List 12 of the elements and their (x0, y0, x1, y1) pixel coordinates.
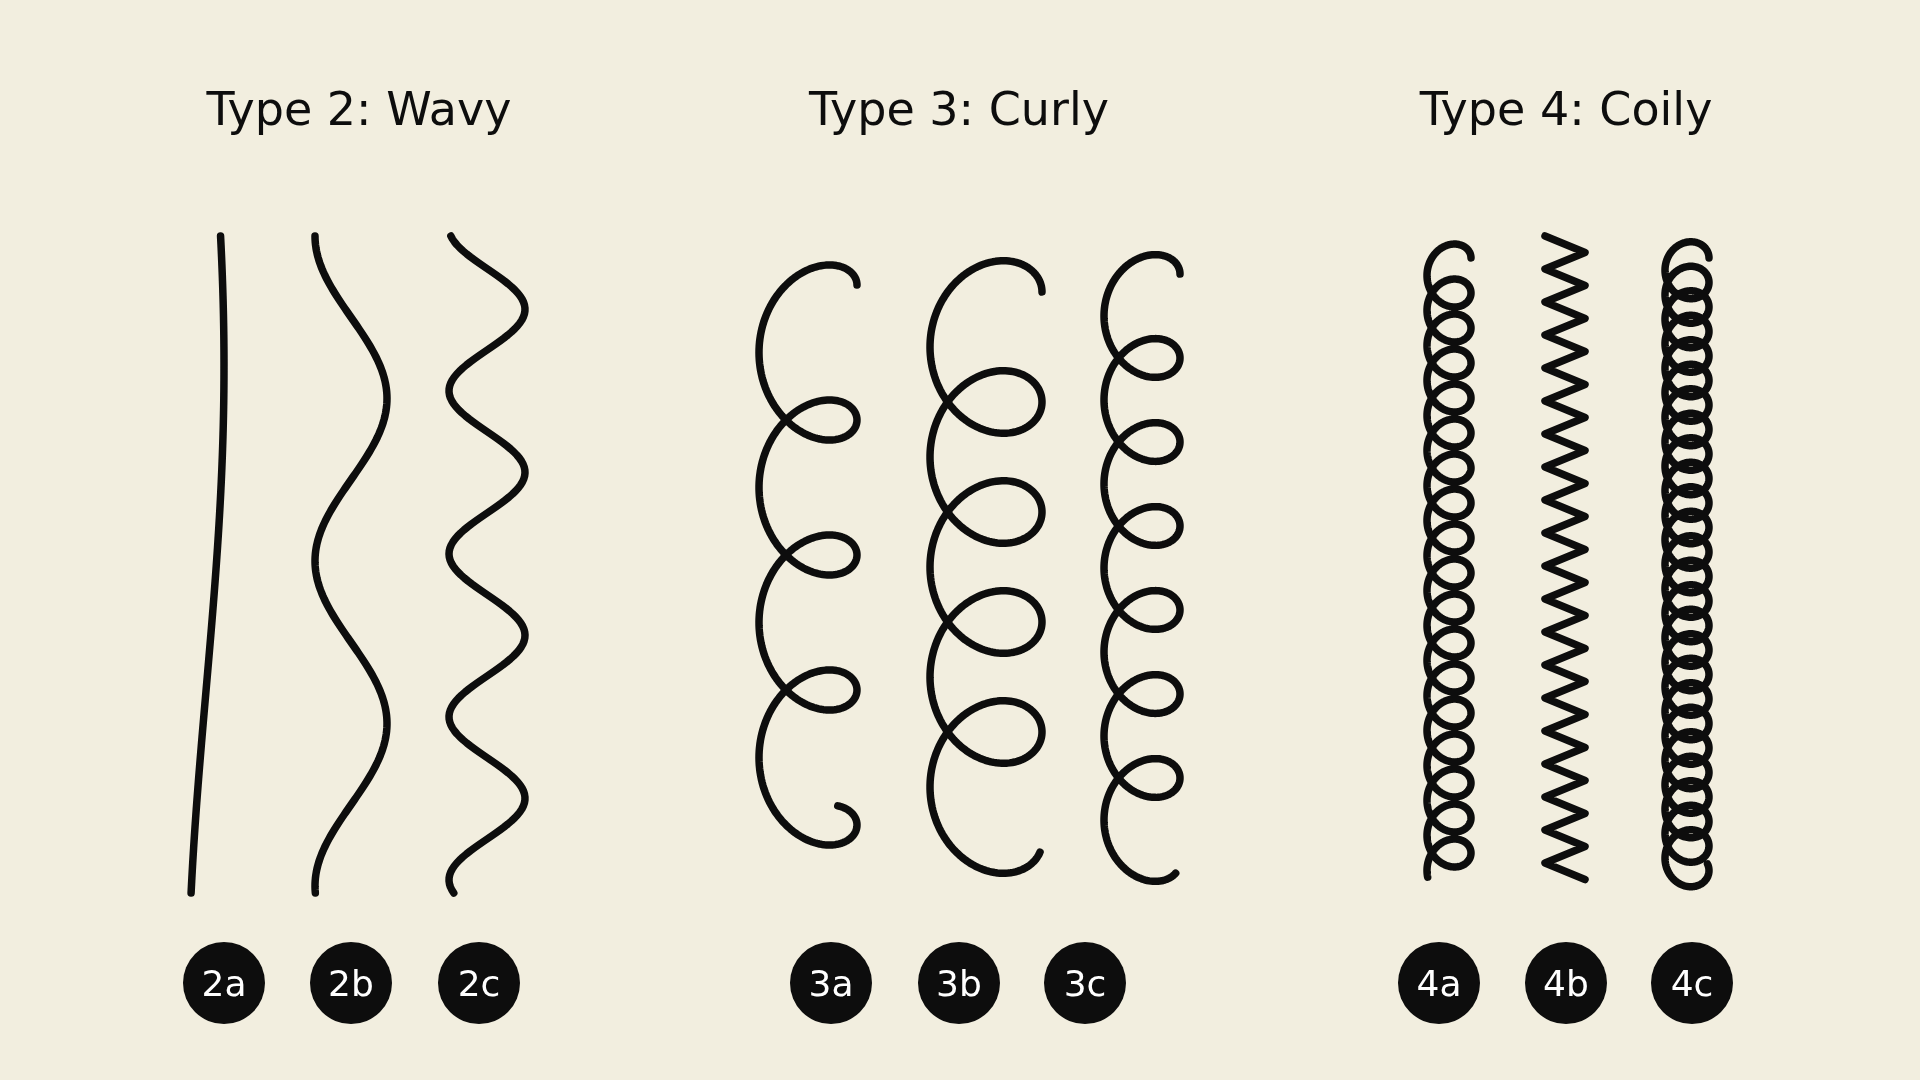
type-badge: 2c (438, 942, 520, 1024)
type-badge: 2b (310, 942, 392, 1024)
type-badge: 4a (1398, 942, 1480, 1024)
group-heading: Type 2: Wavy (206, 82, 512, 136)
type-badge: 3a (790, 942, 872, 1024)
type-badge: 3c (1044, 942, 1126, 1024)
group-heading: Type 4: Coily (1419, 82, 1713, 136)
type-badge: 3b (918, 942, 1000, 1024)
type-badge: 4c (1651, 942, 1733, 1024)
type-badge: 4b (1525, 942, 1607, 1024)
type-badge: 2a (183, 942, 265, 1024)
group-heading: Type 3: Curly (809, 82, 1109, 136)
